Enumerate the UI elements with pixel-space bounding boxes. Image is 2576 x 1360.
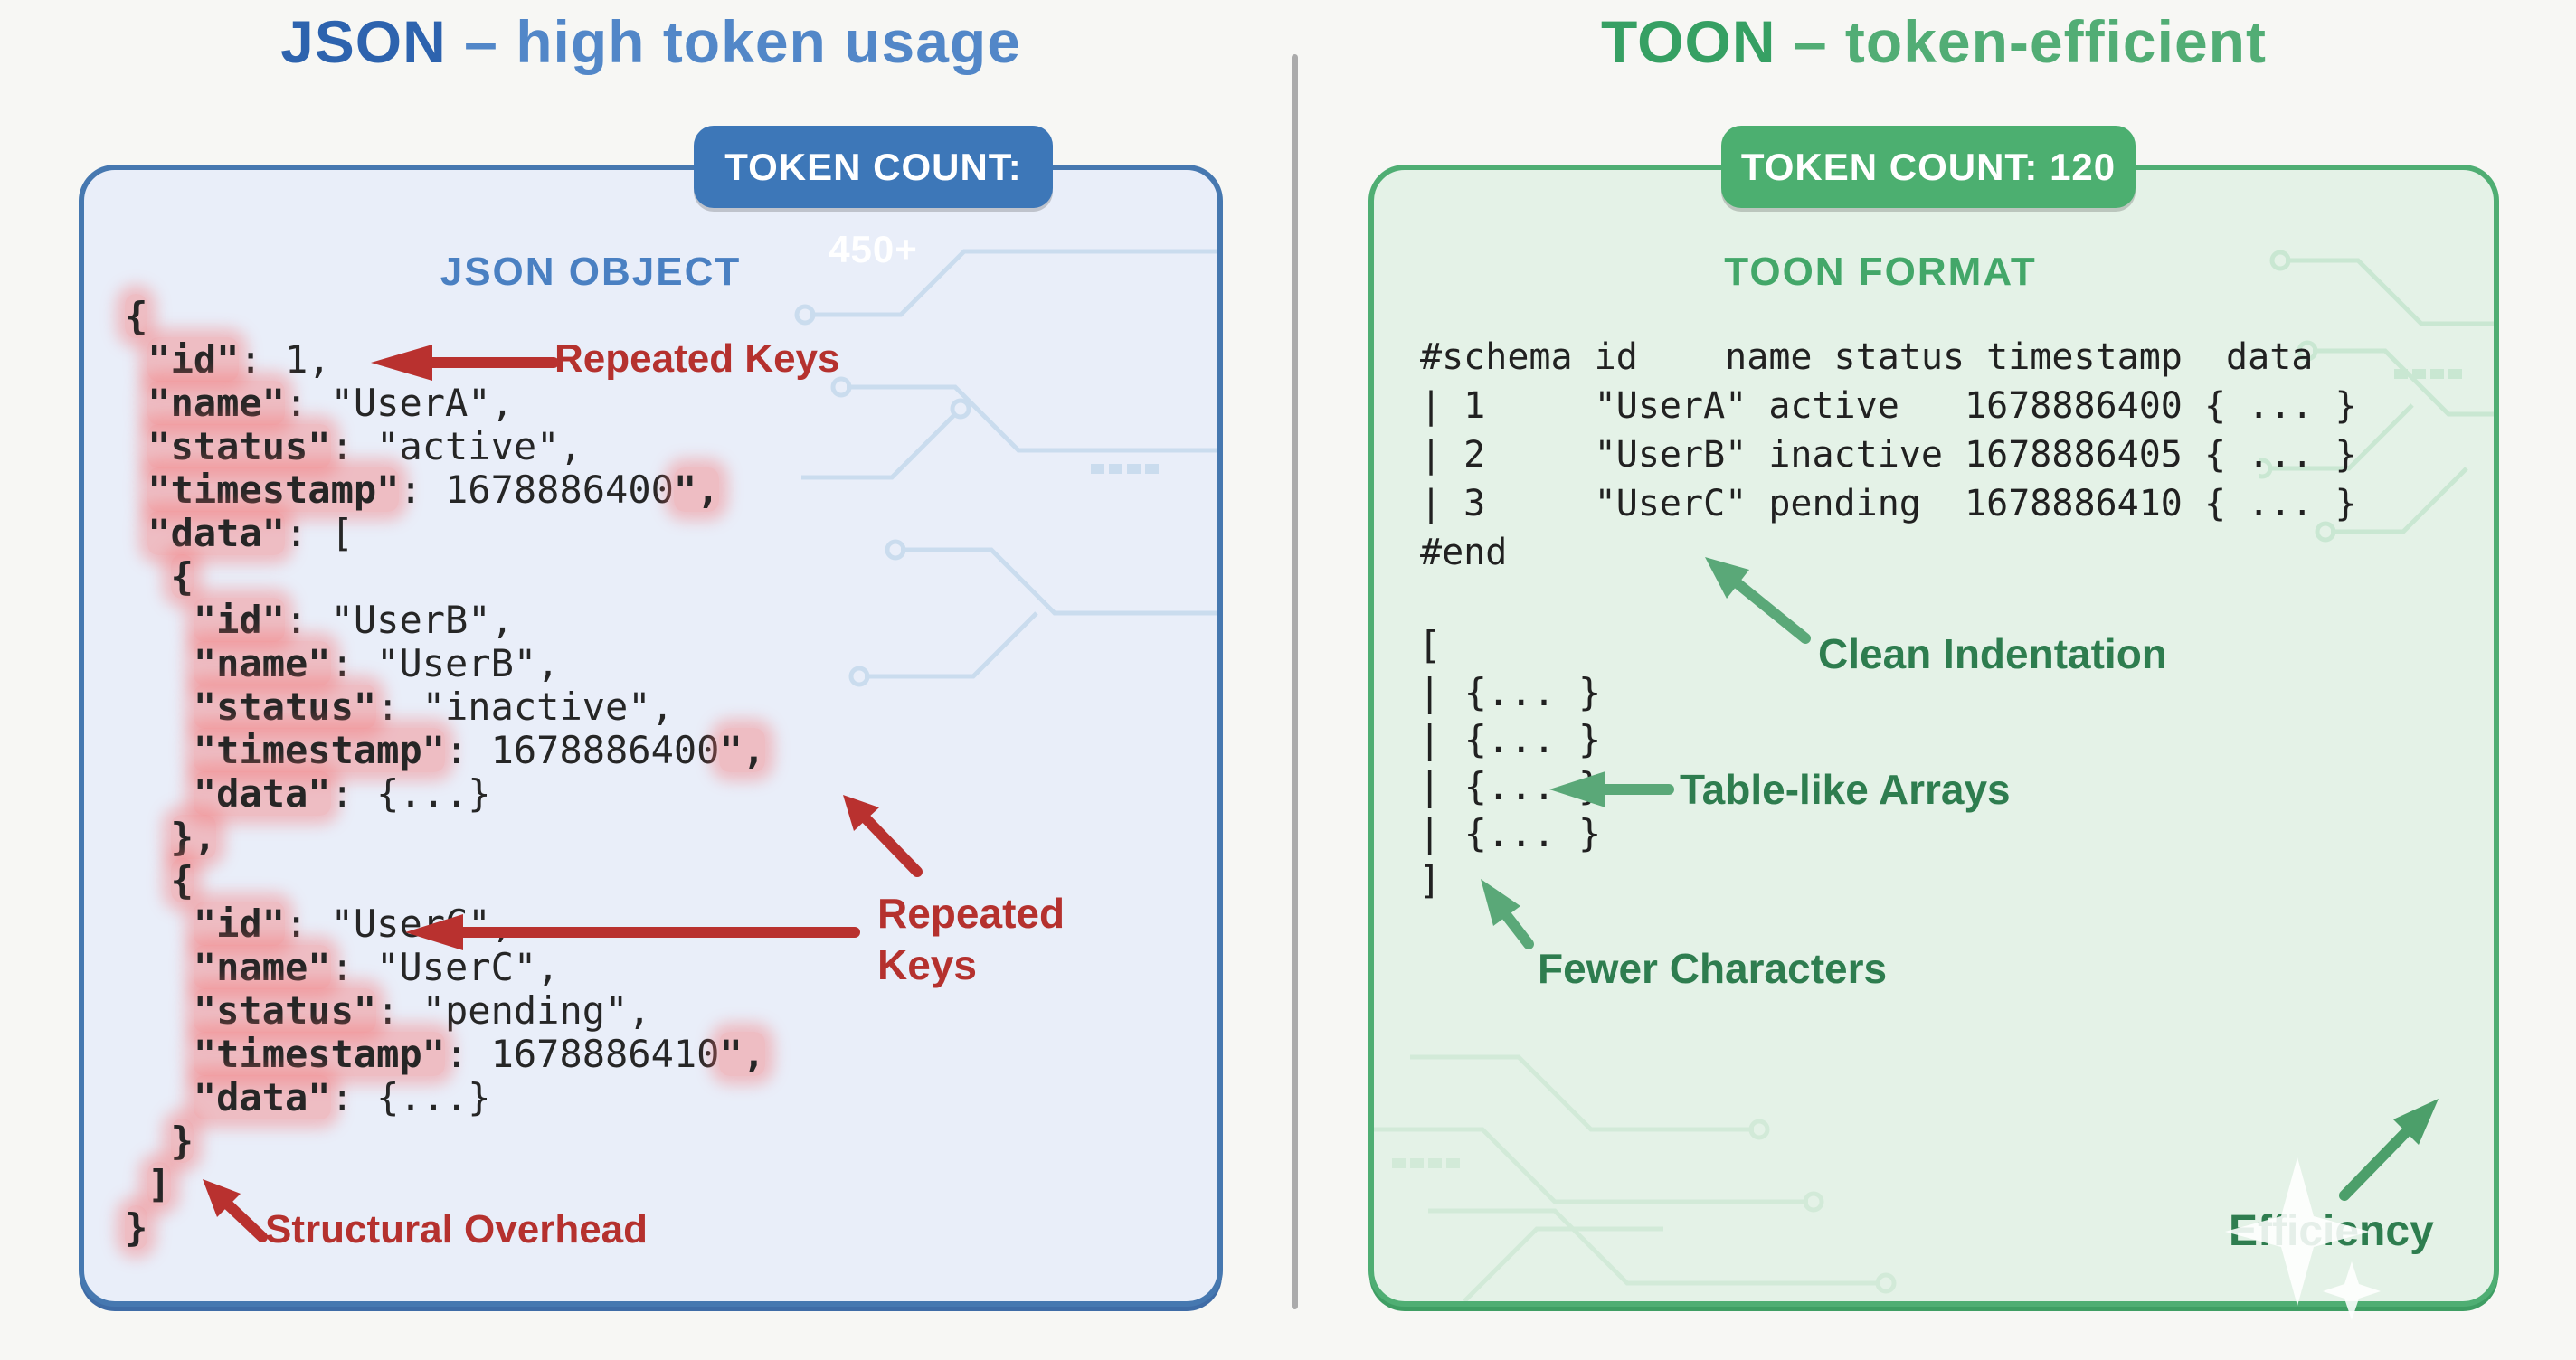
toon-array-code-block: [ | {... } | {... } | {... } | {... } ] — [1418, 623, 1602, 902]
json-code-line: { — [125, 294, 148, 338]
label-clean-indentation: Clean Indentation — [1818, 630, 2167, 677]
json-title: JSON – high token usage — [79, 7, 1223, 76]
json-panel-heading: JSON OBJECT — [440, 250, 742, 294]
toon-title-subtitle: – token-efficient — [1776, 8, 2267, 75]
json-code-line: } — [170, 1119, 194, 1163]
json-code-line: "id": "UserB", — [193, 598, 514, 642]
circuit-decoration-green-bottom — [1374, 1054, 1897, 1301]
toon-schema-code-block: #schema id name status timestamp data | … — [1420, 336, 2357, 573]
label-repeated-keys-1: Repeated Keys — [554, 336, 840, 381]
json-code-line: "timestamp": 1678886400", — [147, 468, 720, 512]
json-code-line: } — [125, 1205, 148, 1250]
json-code-line: "name": "UserB", — [193, 641, 560, 685]
toon-title: TOON – token-efficient — [1368, 7, 2499, 76]
label-fewer-characters: Fewer Characters — [1538, 945, 1888, 992]
json-code-line: "status": "pending", — [193, 988, 651, 1033]
json-code-line: "id": "UserC", — [193, 902, 514, 946]
label-efficiency: Efficiency — [2229, 1207, 2434, 1255]
json-code-line: { — [170, 554, 194, 599]
label-repeated-keys-2: Repeated Keys — [877, 890, 1065, 988]
json-code-line: }, — [170, 815, 217, 859]
json-title-word: JSON — [280, 8, 447, 75]
json-code-line: "id": 1, — [147, 337, 331, 382]
json-title-subtitle: – high token usage — [446, 8, 1021, 75]
toon-title-word: TOON — [1601, 8, 1776, 75]
json-code-line: ] — [147, 1162, 171, 1206]
json-code-line: "name": "UserA", — [147, 381, 514, 425]
json-code-line: "data": {...} — [193, 1075, 491, 1119]
label-structural-overhead: Structural Overhead — [265, 1207, 649, 1251]
json-token-count-badge: TOKEN COUNT: 450+ — [694, 126, 1053, 270]
toon-token-count-badge: TOKEN COUNT: 120 — [1721, 126, 2136, 208]
json-code-block: { "id": 1, "name": "UserA", "status": "a… — [125, 294, 766, 1250]
json-code-line: "timestamp": 1678886400", — [193, 728, 766, 772]
panel-divider — [1292, 54, 1298, 1309]
json-code-line: "timestamp": 1678886410", — [193, 1032, 766, 1076]
json-code-line: "data": [ — [147, 511, 354, 555]
json-code-line: "name": "UserC", — [193, 945, 560, 989]
json-code-line: "status": "active", — [147, 424, 582, 468]
label-table-like-arrays: Table-like Arrays — [1680, 766, 2011, 813]
json-code-line: { — [170, 858, 194, 902]
toon-panel-heading: TOON FORMAT — [1724, 250, 2037, 294]
json-code-line: "status": "inactive", — [193, 685, 674, 729]
json-code-line: "data": {...} — [193, 771, 491, 816]
